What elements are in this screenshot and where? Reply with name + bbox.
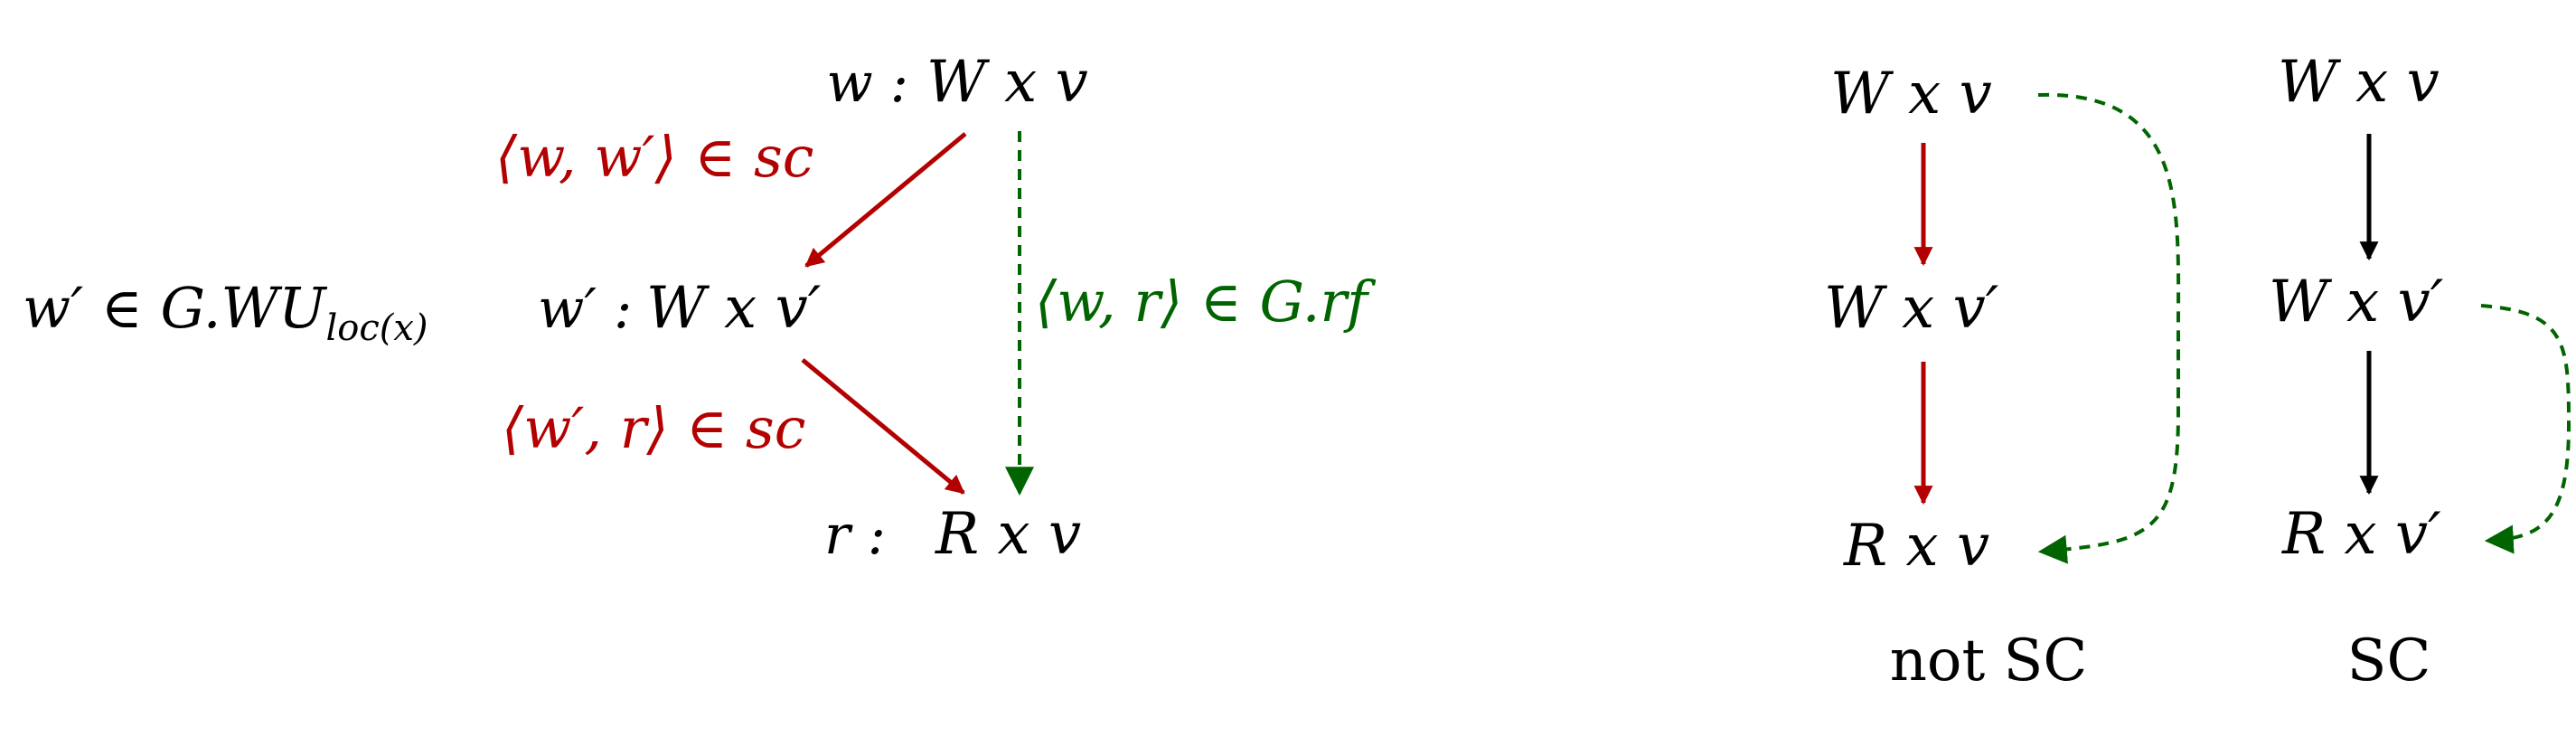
- rf-edge-label: ⟨w, r⟩ ∈ G.rf: [1035, 269, 1377, 335]
- wp-membership-text: w′ ∈ G.WU: [23, 275, 327, 341]
- node-r-label: r :: [824, 504, 886, 567]
- sc-edge-wp-to-r: [801, 358, 965, 495]
- sc-middle-node: W x v′: [2269, 269, 2444, 335]
- not-sc-rf-edge: [2037, 92, 2181, 564]
- sc-diagram: W x v W x v′ R x v′ SC: [2269, 49, 2571, 694]
- wp-membership-subscript: loc(x): [325, 307, 428, 349]
- wp-membership-label: w′ ∈ G.WUloc(x): [23, 275, 428, 349]
- node-wp-event: W x v′: [646, 275, 822, 342]
- node-w-label: w :: [826, 52, 908, 115]
- not-sc-caption: not SC: [1890, 628, 2088, 694]
- sc-caption: SC: [2347, 628, 2431, 694]
- sc-bottom-node: R x v′: [2281, 501, 2441, 568]
- not-sc-top-node: W x v: [1830, 61, 1992, 127]
- left-diagram: w : W x v w′ : W x v′ r : R x v w′ ∈ G.W…: [23, 49, 1377, 568]
- node-wp-label: w′ :: [538, 278, 632, 341]
- node-r-event: R x v: [935, 501, 1081, 568]
- not-sc-middle-node: W x v′: [1824, 275, 1999, 342]
- not-sc-bottom-node: R x v: [1843, 513, 1989, 580]
- sc-edge-label-1: ⟨w, w′⟩ ∈ sc: [495, 124, 814, 190]
- sc-edge-w-to-wp: [804, 132, 967, 268]
- node-w-event: W x v: [926, 49, 1088, 116]
- sc-top-node: W x v: [2278, 49, 2440, 116]
- sc-edge-label-2: ⟨w′, r⟩ ∈ sc: [502, 395, 805, 461]
- sc-rf-edge: [2480, 304, 2571, 554]
- not-sc-diagram: W x v W x v′ R x v not SC: [1824, 61, 2181, 694]
